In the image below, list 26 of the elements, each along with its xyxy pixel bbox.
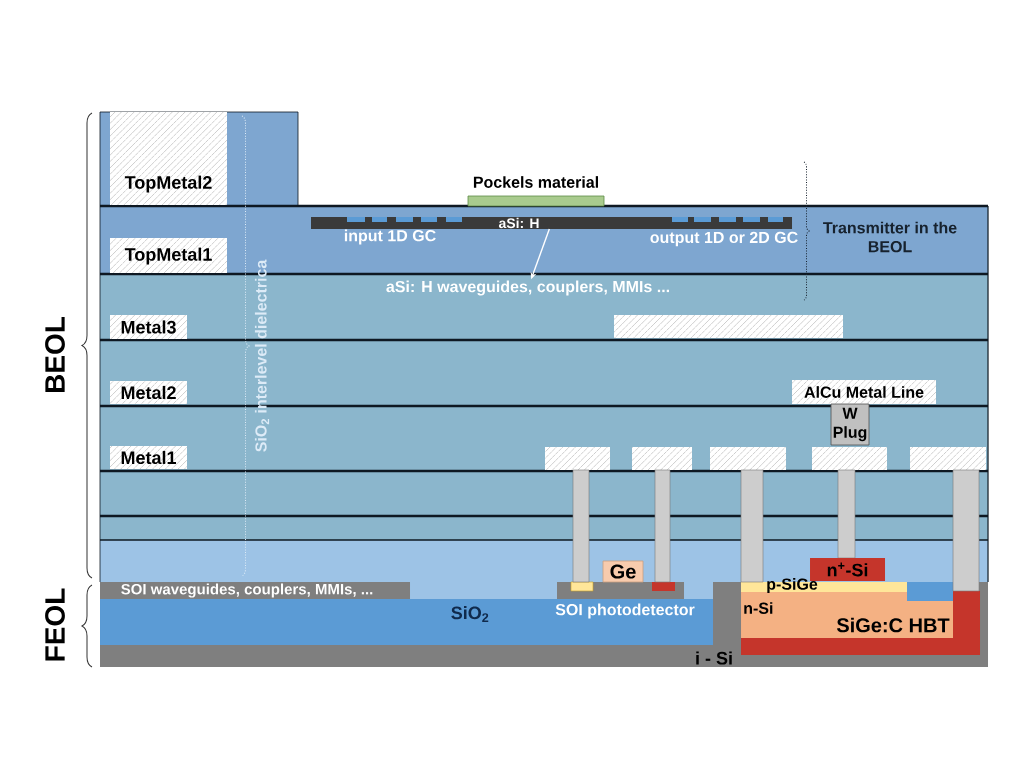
level-label: TopMetal1 [124, 247, 212, 265]
line-label: AlCu Metal Line [804, 386, 924, 398]
level-label: TopMetal2 [124, 175, 212, 193]
via [572, 469, 590, 583]
section-label: FEOL [45, 588, 65, 661]
node-label: Pockels material [473, 176, 598, 188]
annotation: input 1D GC [344, 229, 436, 245]
plug-box: W Plug [830, 403, 870, 446]
material-block: Ge [602, 560, 644, 583]
via [837, 469, 856, 559]
annotation: Transmitter in the BEOL [823, 221, 957, 253]
via [952, 469, 980, 592]
waveguide-layer: SOI waveguides, couplers, MMIs, ... [100, 582, 410, 599]
annotation: output 1D or 2D GC [650, 231, 798, 247]
grating-waveguide: aSi: H [311, 217, 792, 229]
annotation: SiO$_{2}$ interlevel dielectrica [254, 259, 270, 452]
section-label: BEOL [45, 317, 65, 393]
doped-region: n$^{+}$-Si [810, 558, 885, 581]
material-strip: Pockels material [467, 176, 605, 207]
level-label: Metal1 [121, 450, 176, 465]
via [740, 469, 764, 583]
annotation: SOI photodetector [555, 603, 695, 619]
via [654, 469, 671, 583]
level-label: Metal2 [121, 385, 176, 400]
level-label: Metal3 [121, 320, 176, 334]
annotation: aSi: H waveguides, couplers, MMIs ... [386, 280, 669, 296]
